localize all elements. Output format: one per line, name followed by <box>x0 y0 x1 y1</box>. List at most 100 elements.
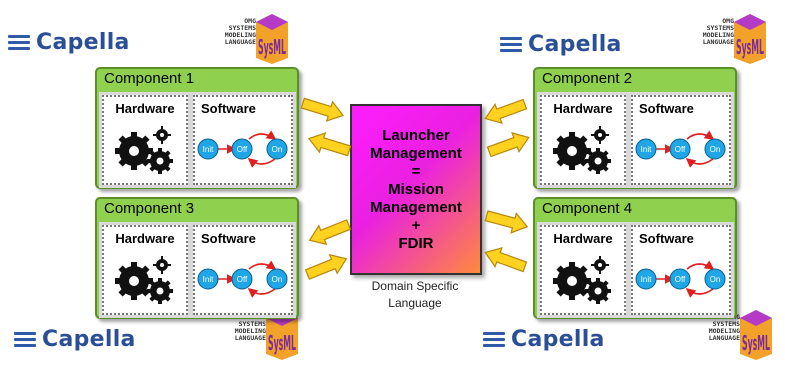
transition-on-off <box>685 287 714 298</box>
hardware-box: Hardware <box>99 92 191 188</box>
state-on-label: On <box>272 145 283 154</box>
sysml-word-modeling: MODELING <box>224 31 256 39</box>
capella-logo-icon <box>500 36 522 53</box>
state-off-label: Off <box>237 145 248 154</box>
state-on-label: On <box>710 145 721 154</box>
capella-logo-top-right: Capella <box>500 32 622 57</box>
component-title: Component 3 <box>104 200 195 217</box>
arrow-icon-center-to-c1 <box>305 128 353 162</box>
center-line-5: Management <box>370 198 462 216</box>
capella-logo-text: Capella <box>36 30 130 55</box>
capella-logo-bottom-right: Capella <box>483 327 605 352</box>
state-off-node <box>669 268 691 290</box>
state-init-node <box>197 138 219 160</box>
software-label: Software <box>201 231 256 246</box>
sysml-word-language: LANGUAGE <box>702 38 734 46</box>
software-box: Software Init Off On <box>628 222 734 318</box>
component-4: Component 4 Hardware Software Init Off O… <box>533 197 737 319</box>
capella-logo-icon <box>14 331 36 348</box>
domain-specific-language-caption: Domain Specific Language <box>352 278 478 312</box>
sysml-word-language: LANGUAGE <box>224 38 256 46</box>
state-off-label: Off <box>675 275 686 284</box>
sysml-word-omg: OMG <box>722 17 734 25</box>
center-line-1: Launcher <box>382 126 450 144</box>
arrow-icon-center-to-c3 <box>305 214 353 251</box>
state-init-label: Init <box>203 145 214 154</box>
software-box: Software Init Off On <box>190 222 296 318</box>
transition-on-off <box>685 157 714 168</box>
hardware-label: Hardware <box>115 101 175 116</box>
capella-logo-icon <box>8 34 30 51</box>
state-off-node <box>669 138 691 160</box>
transition-off-on <box>248 260 277 270</box>
state-on-node <box>704 268 726 290</box>
state-off-label: Off <box>675 145 686 154</box>
state-on-node <box>704 138 726 160</box>
center-line-6: + <box>411 216 421 234</box>
center-line-4: Mission <box>388 180 444 198</box>
capella-logo-text: Capella <box>528 32 622 57</box>
component-title: Component 4 <box>542 200 633 217</box>
transition-on-off <box>247 157 276 168</box>
sysml-logo-icon: SysML <box>256 14 288 64</box>
component-title: Component 1 <box>104 70 195 87</box>
component-title: Component 2 <box>542 70 633 87</box>
hardware-box: Hardware <box>537 92 629 188</box>
sysml-word-systems: SYSTEMS <box>238 320 266 328</box>
component-1: Component 1 Hardware Software Init Off O… <box>95 67 299 189</box>
sysml-word-systems: SYSTEMS <box>706 24 734 32</box>
state-init-node <box>635 268 657 290</box>
software-label: Software <box>201 101 256 116</box>
software-label: Software <box>639 231 694 246</box>
sysml-word-modeling: MODELING <box>234 327 266 335</box>
sysml-logo-icon: SysML <box>734 14 766 64</box>
component-3: Component 3 Hardware Software Init Off O… <box>95 197 299 319</box>
state-off-node <box>231 268 253 290</box>
arrow-icon-c4-to-center <box>481 242 529 277</box>
sysml-word-systems: SYSTEMS <box>712 320 740 328</box>
capella-logo-text: Capella <box>42 327 136 352</box>
state-init-label: Init <box>641 145 652 154</box>
center-line-3: = <box>411 162 421 180</box>
hardware-box: Hardware <box>537 222 629 318</box>
state-init-label: Init <box>203 275 214 284</box>
arrow-icon-c1-to-center <box>299 92 347 126</box>
state-init-node <box>197 268 219 290</box>
state-init-node <box>635 138 657 160</box>
state-on-label: On <box>710 275 721 284</box>
capella-logo-icon <box>483 331 505 348</box>
software-label: Software <box>639 101 694 116</box>
sysml-mark: SysML <box>268 331 296 355</box>
sysml-word-systems: SYSTEMS <box>228 24 256 32</box>
sysml-mark: SysML <box>258 35 286 59</box>
sysml-mark: SysML <box>736 35 764 59</box>
sysml-word-language: LANGUAGE <box>234 334 266 342</box>
transition-on-off <box>247 287 276 298</box>
gears-icon <box>115 126 173 174</box>
gears-icon <box>553 256 611 304</box>
arrow-icon-center-to-c2 <box>485 127 533 162</box>
capella-logo-bottom-left: Capella <box>14 327 136 352</box>
sysml-word-modeling: MODELING <box>702 31 734 39</box>
hardware-label: Hardware <box>553 101 613 116</box>
capella-logo-top-left: Capella <box>8 30 130 55</box>
software-box: Software Init Off On <box>190 92 296 188</box>
arrow-icon-c2-to-center <box>481 94 529 129</box>
sysml-logo-icon: SysML <box>740 310 772 360</box>
arrow-icon-c3-to-center <box>303 248 351 285</box>
caption-line-1: Domain Specific <box>371 279 459 293</box>
hardware-label: Hardware <box>553 231 613 246</box>
center-line-2: Management <box>370 144 462 162</box>
sysml-mark: SysML <box>742 331 770 355</box>
arrow-icon-center-to-c4 <box>483 205 531 237</box>
launcher-management-box: Launcher Management = Mission Management… <box>350 104 482 275</box>
center-line-7: FDIR <box>398 234 434 252</box>
gears-icon <box>553 126 611 174</box>
state-off-label: Off <box>237 275 248 284</box>
hardware-label: Hardware <box>115 231 175 246</box>
state-on-node <box>266 268 288 290</box>
